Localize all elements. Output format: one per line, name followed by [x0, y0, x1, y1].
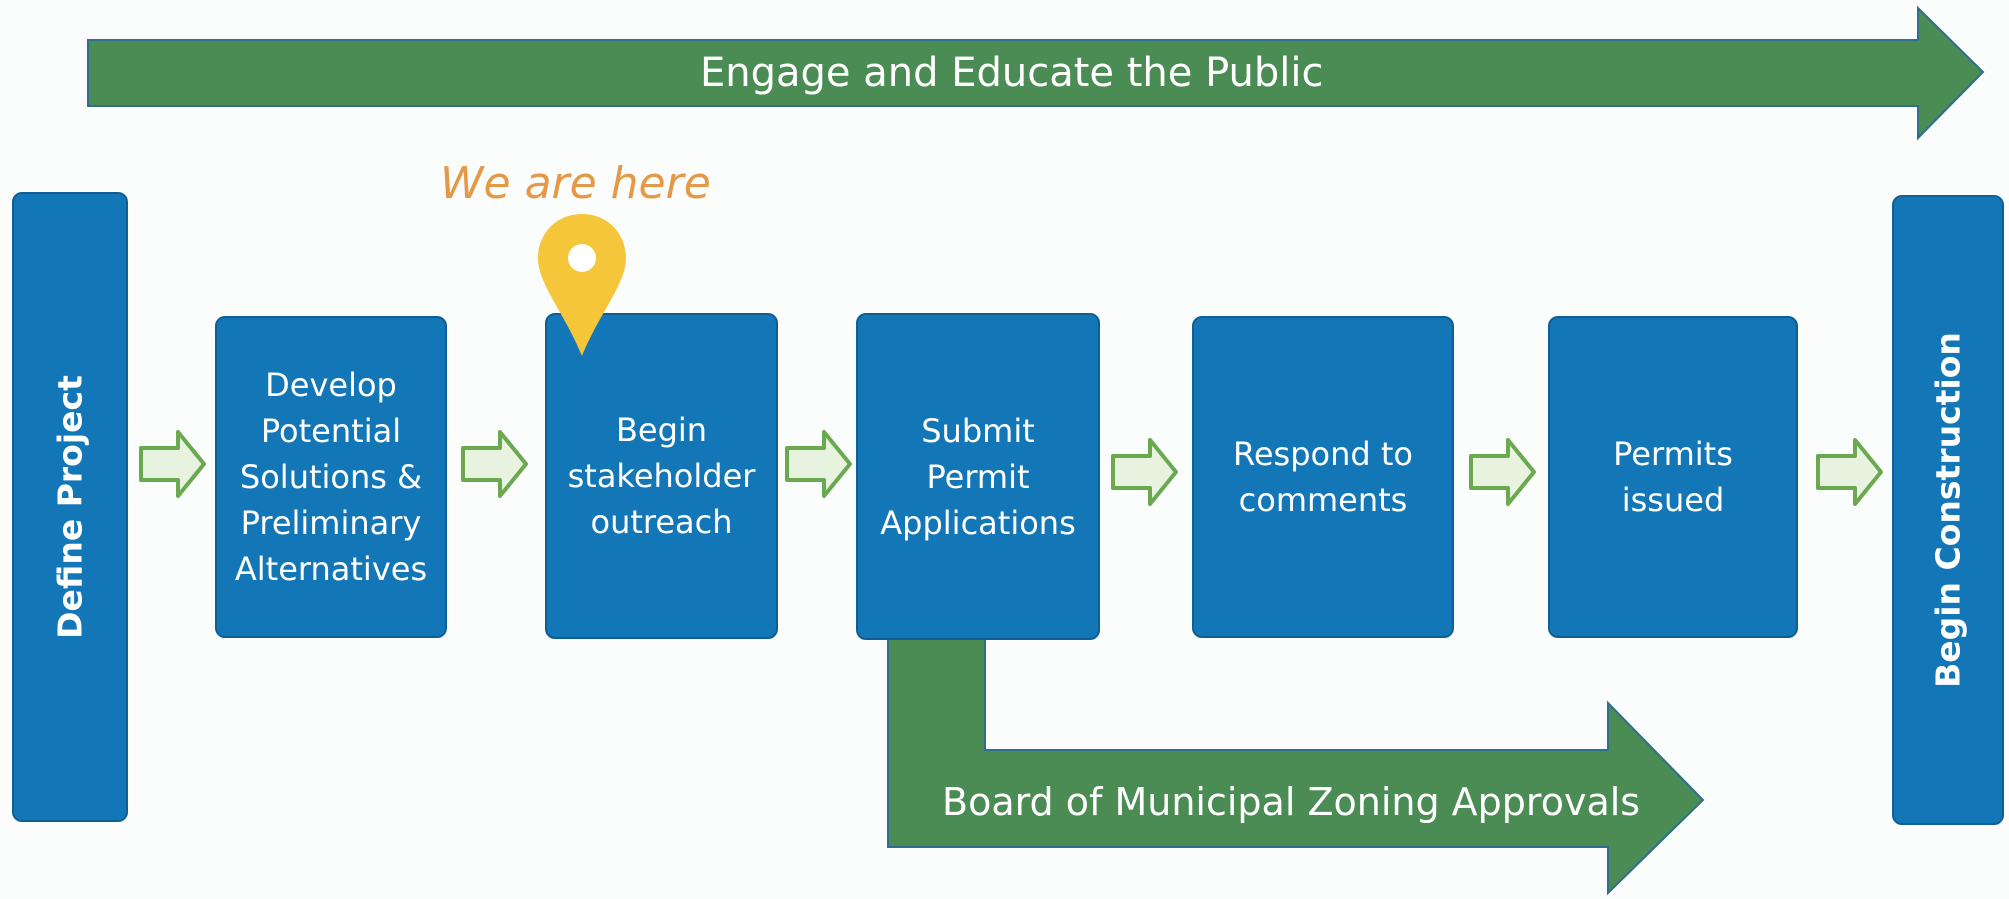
define-project-bar: Define Project	[12, 192, 128, 822]
step-label: Permits issued	[1613, 435, 1733, 519]
engage-banner-label: Engage and Educate the Public	[700, 50, 1324, 96]
step-label: Submit Permit Applications	[880, 411, 1076, 542]
define-project-label: Define Project	[50, 375, 90, 639]
right-arrow-icon	[1816, 438, 1883, 506]
right-arrow-icon	[461, 430, 528, 498]
we-are-here-label: We are here	[440, 158, 711, 209]
step-respond-comments: Respond to comments	[1192, 316, 1454, 638]
step-stakeholder-outreach: Begin stakeholder outreach	[545, 313, 778, 639]
right-arrow-icon	[785, 430, 852, 498]
step-submit-permits: Submit Permit Applications	[856, 313, 1100, 640]
begin-construction-label: Begin Construction	[1928, 332, 1968, 688]
step-label: Respond to comments	[1233, 435, 1413, 519]
zoning-banner-arrow	[887, 637, 1705, 896]
zoning-banner-label: Board of Municipal Zoning Approvals	[942, 780, 1641, 824]
begin-construction-bar: Begin Construction	[1892, 195, 2004, 825]
step-develop-solutions: Develop Potential Solutions & Preliminar…	[215, 316, 447, 638]
engage-banner-arrow	[87, 5, 1985, 141]
right-arrow-icon	[1111, 438, 1178, 506]
right-arrow-icon	[139, 430, 206, 498]
right-arrow-icon	[1469, 438, 1536, 506]
connector-arrows	[139, 430, 1883, 506]
step-label: Develop Potential Solutions & Preliminar…	[234, 366, 428, 588]
step-permits-issued: Permits issued	[1548, 316, 1798, 638]
step-label: Begin stakeholder outreach	[567, 411, 756, 541]
